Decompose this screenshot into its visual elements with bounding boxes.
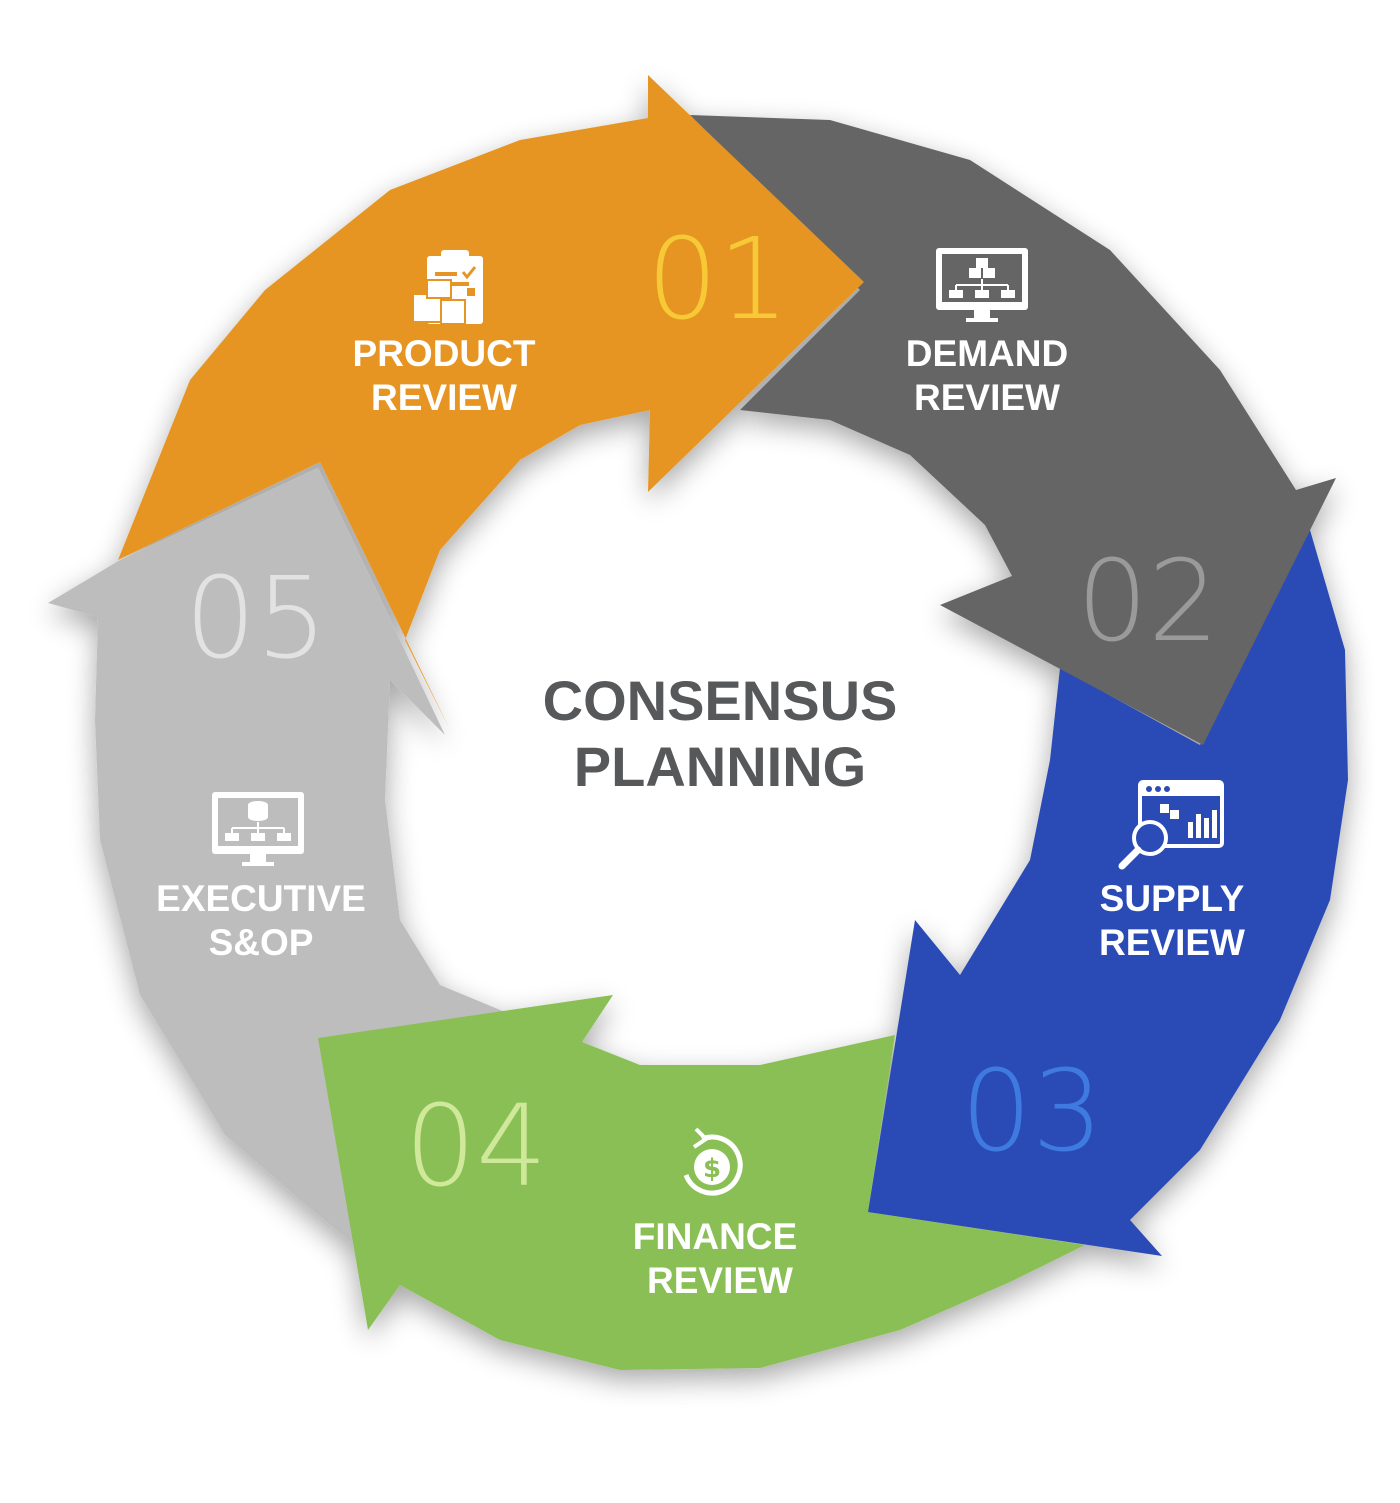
stage-number-02: 02 — [1077, 537, 1220, 667]
monitor-hierarchy-icon — [936, 248, 1028, 322]
stage-number-03: 03 — [961, 1047, 1104, 1177]
stage-label-03-line1: SUPPLY — [1100, 878, 1245, 919]
svg-text:$: $ — [703, 1154, 721, 1184]
monitor-database-icon — [212, 792, 304, 866]
clipboard-boxes-icon — [412, 250, 483, 325]
arrow-segment-05 — [48, 468, 540, 1250]
arrow-segment-03 — [868, 530, 1348, 1256]
stage-label-05-line1: EXECUTIVE — [156, 878, 366, 919]
stage-number-05: 05 — [185, 554, 328, 684]
center-title-line1: CONSENSUS — [543, 669, 898, 732]
stage-label-03-line2: REVIEW — [1099, 922, 1245, 963]
arrow-segment-01 — [118, 75, 864, 730]
stage-label-04-line1: FINANCE — [633, 1216, 797, 1257]
stage-number-04: 04 — [405, 1082, 548, 1212]
stage-label-04-line2: REVIEW — [647, 1260, 793, 1301]
stage-label-01-line2: REVIEW — [371, 377, 517, 418]
ring-segments — [48, 75, 1348, 1370]
dollar-cycle-icon: $ — [683, 1127, 743, 1196]
stage-label-02-line1: DEMAND — [906, 333, 1068, 374]
arrow-segment-04 — [318, 995, 1085, 1370]
stage-label-02-line2: REVIEW — [914, 377, 1060, 418]
stage-label-01-line1: PRODUCT — [353, 333, 536, 374]
stage-label-05-line2: S&OP — [209, 922, 314, 963]
stage-number-01: 01 — [647, 215, 790, 345]
center-title-line2: PLANNING — [574, 735, 866, 798]
stage-labels: PRODUCT REVIEW DEMAND REVIEW SUPPLY REVI… — [156, 333, 1245, 1301]
analytics-magnifier-icon — [1118, 780, 1224, 870]
stage-numbers: 01 02 03 04 05 — [185, 215, 1220, 1212]
